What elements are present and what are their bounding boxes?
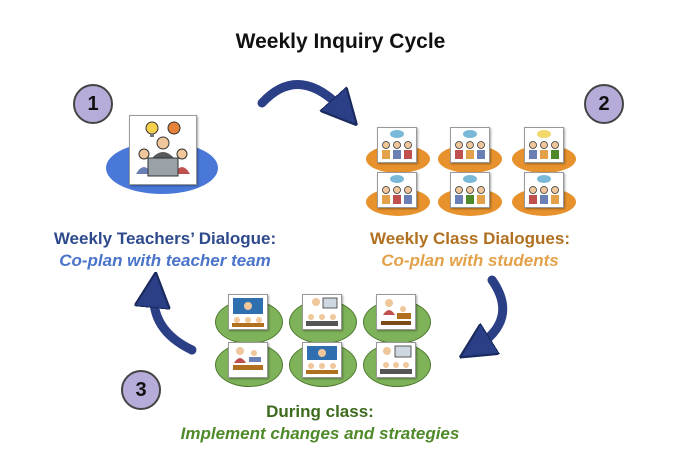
step3-subheading: Implement changes and strategies <box>180 424 460 443</box>
student-group-discussion-icon <box>524 127 564 163</box>
step1-subheading: Co-plan with teacher team <box>59 251 271 270</box>
teachers-meeting-icon <box>129 115 197 185</box>
arrow-step2-to-step3 <box>475 275 508 348</box>
arrow-step3-to-step1 <box>154 290 197 355</box>
student-group-discussion-icon <box>450 127 490 163</box>
student-group-discussion-icon <box>377 127 417 163</box>
step1-label: Weekly Teachers’ Dialogue: Co-plan with … <box>35 229 295 271</box>
classroom-teaching-icon <box>302 342 342 378</box>
diagram-title: Weekly Inquiry Cycle <box>235 30 446 53</box>
classroom-teaching-icon <box>228 294 268 330</box>
step3-label: During class: Implement changes and stra… <box>150 402 490 444</box>
arrow-step1-to-step2 <box>257 80 345 112</box>
step3-heading: During class: <box>266 402 374 421</box>
step2-label: Weekly Class Dialogues: Co-plan with stu… <box>345 229 595 271</box>
step1-heading: Weekly Teachers’ Dialogue: <box>53 229 277 248</box>
classroom-teaching-icon <box>376 294 416 330</box>
step-number-3: 3 <box>121 370 161 410</box>
student-group-discussion-icon <box>524 172 564 208</box>
step-number-2: 2 <box>584 84 624 124</box>
step2-subheading: Co-plan with students <box>381 251 559 270</box>
step2-heading: Weekly Class Dialogues: <box>370 229 570 248</box>
classroom-teaching-icon <box>228 342 268 378</box>
classroom-teaching-icon <box>302 294 342 330</box>
step-number-1: 1 <box>73 84 113 124</box>
classroom-teaching-icon <box>376 342 416 378</box>
student-group-discussion-icon <box>450 172 490 208</box>
student-group-discussion-icon <box>377 172 417 208</box>
